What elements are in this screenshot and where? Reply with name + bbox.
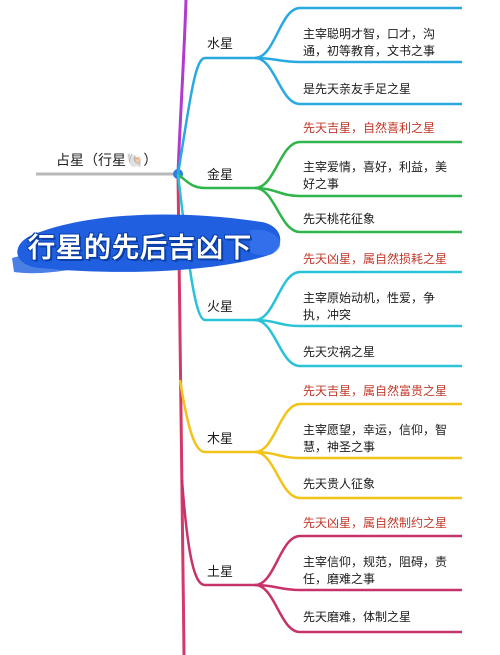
- mars-item-1: 先天凶星，属自然损耗之星: [303, 252, 448, 266]
- water-item-2: 是先天亲友手足之星: [303, 82, 412, 96]
- venus-item-1: 先天吉星，自然喜利之星: [303, 121, 436, 135]
- root-node-label: 占星（行星🐚）: [56, 153, 158, 169]
- planet-water: 水星: [207, 37, 234, 52]
- venus-item-2: 主宰爱情，喜好，利益，美好之事: [303, 160, 448, 191]
- trunk-top: [176, 0, 188, 175]
- mars-item-2: 主宰原始动机，性爱，争执，冲突: [303, 291, 436, 322]
- water-item-1: 主宰聪明才智，口才，沟通，初等教育，文书之事: [303, 27, 436, 58]
- saturn-branch: [180, 479, 462, 634]
- jupiter-item-1: 先天吉星，属自然富贵之星: [303, 384, 448, 398]
- page-title: 行星的先后吉凶下: [28, 233, 252, 264]
- planet-mars: 火星: [207, 300, 234, 315]
- mars-branch: [176, 173, 462, 368]
- saturn-item-1: 先天凶星，属自然制约之星: [303, 516, 448, 530]
- saturn-item-2: 主宰信仰，规范，阻碍，责任，磨难之事: [303, 555, 448, 586]
- planet-venus: 金星: [207, 168, 234, 183]
- jupiter-item-2: 主宰愿望，幸运，信仰，智慧，神圣之事: [303, 423, 448, 454]
- venus-item-3: 先天桃花征象: [303, 212, 376, 226]
- planet-jupiter: 木星: [207, 432, 234, 447]
- venus-branch: [177, 140, 462, 234]
- water-branch: [176, 6, 462, 175]
- planet-saturn: 土星: [207, 565, 234, 580]
- saturn-item-3: 先天磨难，体制之星: [303, 610, 412, 624]
- jupiter-item-3: 先天贵人征象: [303, 477, 376, 491]
- mars-item-3: 先天灾祸之星: [303, 345, 376, 359]
- jupiter-branch: [178, 379, 462, 500]
- title-brush-banner: [12, 214, 281, 274]
